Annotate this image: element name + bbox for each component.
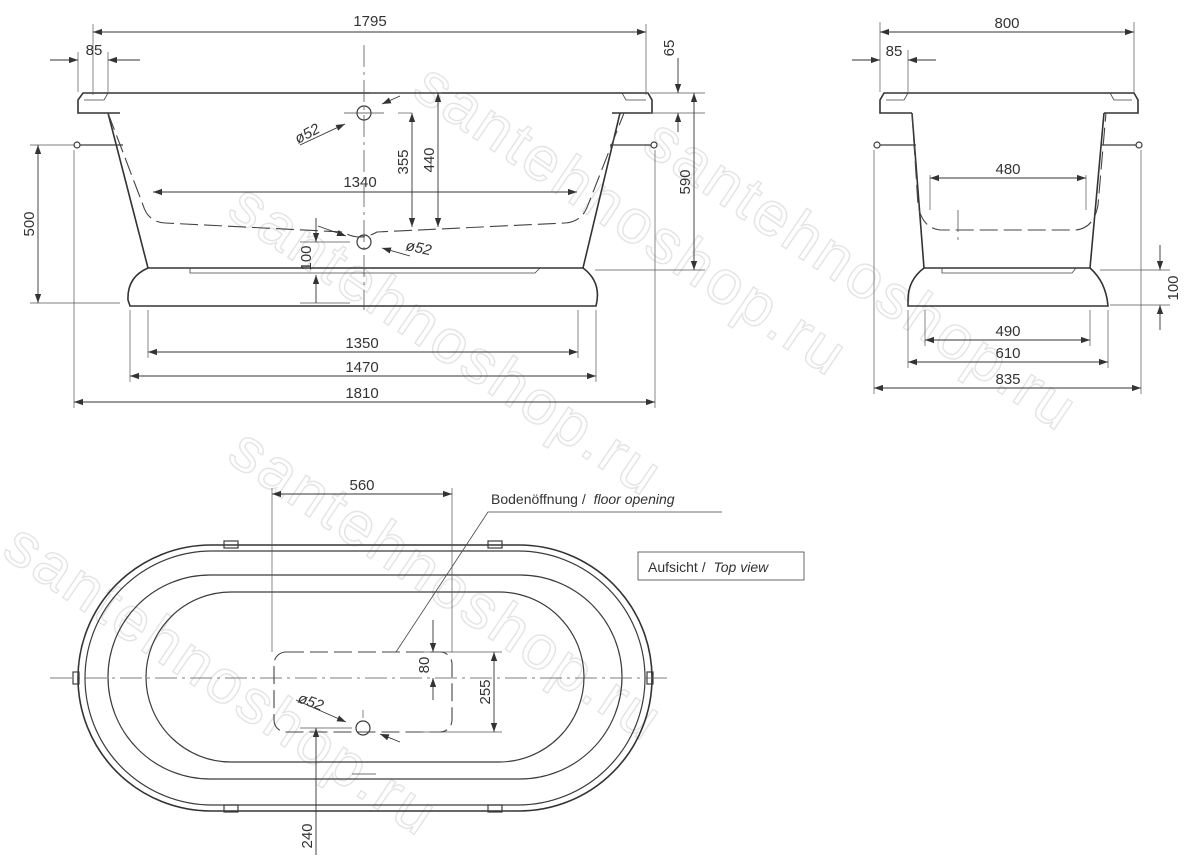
floor-opening-label-de: Bodenöffnung / <box>491 491 586 507</box>
dim-side-rim-offset: 85 <box>886 43 903 60</box>
dim-overall-length: 1810 <box>345 385 378 402</box>
front-view: 1795 85 65 590 500 1340 355 440 ø52 ø52 … <box>21 13 705 408</box>
dim-rim-height: 65 <box>661 40 678 57</box>
dim-side-base-inner: 490 <box>995 323 1020 340</box>
dim-outlet-diameter-top: ø52 <box>292 120 323 147</box>
dim-depth-outlet: 355 <box>395 149 412 174</box>
top-view-title-de: Aufsicht / <box>648 559 706 575</box>
dim-opening-height: 255 <box>477 679 494 704</box>
dim-inner-width: 480 <box>995 161 1020 178</box>
dim-outlet-distance: 240 <box>299 823 316 848</box>
floor-opening-label: Bodenöffnung / floor opening <box>491 491 675 507</box>
dim-base-outer: 1470 <box>345 359 378 376</box>
dim-top-length: 1795 <box>353 13 386 30</box>
dim-depth-inner: 440 <box>421 147 438 172</box>
dim-base-inner: 1350 <box>345 335 378 352</box>
dim-opening-offset: 80 <box>416 657 433 674</box>
floor-opening-label-en: floor opening <box>594 491 675 507</box>
side-view: 800 85 480 100 490 610 835 <box>852 15 1182 394</box>
dim-height-total: 590 <box>677 169 694 194</box>
top-view-title-box <box>637 551 805 581</box>
dim-inner-length: 1340 <box>343 174 376 191</box>
dim-overall-width: 835 <box>995 371 1020 388</box>
top-view-title: Aufsicht / Top view <box>648 559 769 575</box>
top-view: 560 80 255 ø52 240 Bodenöffnung / floor … <box>50 477 805 855</box>
dim-opening-width: 560 <box>349 477 374 494</box>
dim-side-base-outer: 610 <box>995 345 1020 362</box>
dim-outlet-diameter-bottom: ø52 <box>404 237 433 259</box>
watermark: santehnoshop.ru santehnoshop.ru santehno… <box>0 49 1092 851</box>
dim-floor-offset: 100 <box>298 245 315 270</box>
dim-foot-height: 500 <box>21 211 38 236</box>
top-view-title-en: Top view <box>713 559 769 575</box>
dim-rim-offset: 85 <box>86 42 103 59</box>
dim-top-width: 800 <box>994 15 1019 32</box>
dim-base-height: 100 <box>1165 275 1182 300</box>
